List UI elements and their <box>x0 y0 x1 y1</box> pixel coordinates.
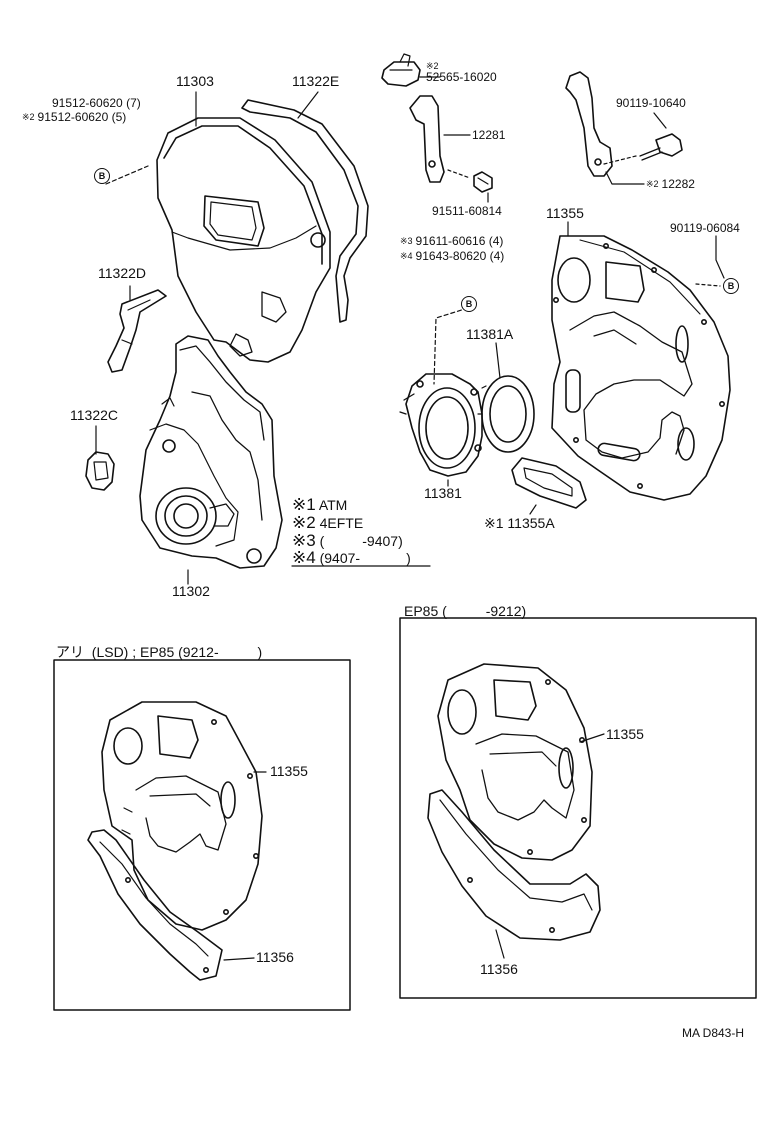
variant-box-right <box>399 617 757 999</box>
mark-3-small: ※3 <box>400 236 413 246</box>
label-11322E: 11322E <box>292 73 340 89</box>
legend-text-4-open: (9407- <box>319 550 361 566</box>
legend-text-4-close: ) <box>406 550 411 566</box>
legend-text-3-close: -9407) <box>362 533 403 549</box>
mark-2-small-b: ※2 <box>646 179 659 189</box>
mark-2-small: ※2 <box>22 112 35 122</box>
guide-11356-left <box>87 829 223 981</box>
right-box-title: EP85 ( -9212) <box>404 603 527 619</box>
label-91643-text: 91643-80620 (4) <box>415 249 505 263</box>
gasket-11355A <box>511 457 587 509</box>
label-11355A-text: 11355A <box>507 515 555 531</box>
legend-row-2: ※2 4EFTE <box>292 513 364 532</box>
timing-belt-plate-11355-left <box>101 701 263 931</box>
label-91512-b-text: 91512-60620 (5) <box>37 110 127 124</box>
housing-11381 <box>399 373 483 477</box>
legend-mark-2: ※2 <box>292 513 316 532</box>
engine-hanger-12282 <box>565 71 613 177</box>
label-11381A: 11381A <box>466 326 514 342</box>
label-11356-left: 11356 <box>256 949 294 965</box>
callout-b-top-left: B <box>94 168 110 184</box>
label-11322C: 11322C <box>70 407 119 423</box>
label-11303: 11303 <box>176 73 214 89</box>
variant-box-left <box>53 659 351 1011</box>
left-box-title: アリ (LSD) ; EP85 (9212- ) <box>56 644 263 660</box>
label-11302: 11302 <box>172 583 210 599</box>
label-90119-10640: 90119-10640 <box>616 96 686 110</box>
leader-right-11355 <box>579 733 605 743</box>
diagram-code: MA D843-H <box>682 1026 745 1040</box>
timing-cover-upper-11303 <box>156 117 331 363</box>
leader-left-11356 <box>223 957 255 961</box>
legend-mark-1: ※1 <box>292 495 316 514</box>
label-12282-text: 12282 <box>661 177 695 191</box>
label-11322D: 11322D <box>98 265 147 281</box>
timing-cover-lower-11302 <box>139 335 283 569</box>
mark-4-small: ※4 <box>400 251 413 261</box>
bolt-90119-10640 <box>603 133 683 165</box>
guide-11356-right <box>427 789 601 941</box>
gasket-11322D <box>107 289 167 373</box>
legend-text-1: ATM <box>318 497 348 513</box>
legend-row-1: ※1 ATM <box>292 495 348 514</box>
label-11356-right: 11356 <box>480 961 518 977</box>
engine-hanger-12281 <box>409 95 493 193</box>
clip-52565 <box>381 53 421 87</box>
label-91511: 91511-60814 <box>432 204 502 218</box>
legend-mark-4: ※4 <box>292 548 316 567</box>
leader-right-11356 <box>495 929 505 959</box>
mark-1-11355A: ※1 <box>484 515 504 531</box>
label-90119-06084: 90119-06084 <box>670 221 740 235</box>
callout-b-housing: B <box>461 296 477 312</box>
label-11381: 11381 <box>424 485 462 501</box>
legend-mark-3: ※3 <box>292 531 316 550</box>
label-91512-a: 91512-60620 (7) <box>52 96 141 110</box>
legend-text-2: 4EFTE <box>319 515 364 531</box>
timing-belt-plate-11355-main <box>551 235 731 501</box>
legend-row-3: ※3 ( -9407) <box>292 531 403 550</box>
seal-11322C <box>85 451 115 491</box>
legend-text-3-open: ( <box>319 533 325 549</box>
label-52565-mark: ※2 <box>426 61 439 71</box>
label-91611-text: 91611-60616 (4) <box>415 234 504 248</box>
label-11355-left: 11355 <box>270 763 308 779</box>
gasket-11322E <box>241 99 369 323</box>
label-12281: 12281 <box>472 128 506 142</box>
callout-b-plate: B <box>723 278 739 294</box>
legend-row-4: ※4 (9407-) <box>292 548 411 567</box>
leader-lines <box>95 76 725 585</box>
label-11355-right: 11355 <box>606 726 644 742</box>
label-11355-main: 11355 <box>546 205 584 221</box>
label-11355A: ※1 11355A <box>484 516 555 530</box>
seal-11381A <box>477 375 535 453</box>
label-52565: 52565-16020 <box>426 70 497 84</box>
timing-belt-plate-11355-right <box>437 663 593 861</box>
